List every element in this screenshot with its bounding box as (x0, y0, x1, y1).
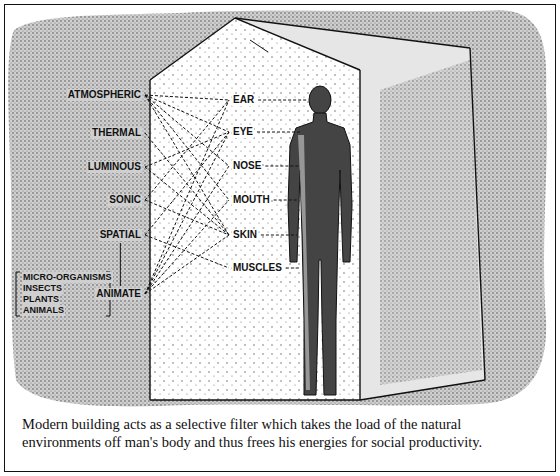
animate-item: ANIMALS (22, 305, 65, 316)
sense-organ: NOSE (232, 160, 262, 172)
sense-organ: MUSCLES (232, 262, 283, 274)
animate-item: MICRO-ORGANISMS (22, 272, 113, 283)
environment-factor: ATMOSPHERIC (67, 89, 142, 101)
sense-organ: EYE (232, 126, 254, 138)
animate-item: PLANTS (22, 294, 60, 305)
sense-organ: MOUTH (232, 194, 271, 206)
sense-link (145, 235, 229, 294)
sense-link (145, 95, 229, 100)
organ-leader (257, 132, 300, 133)
sense-link (145, 100, 229, 294)
sense-organ: SKIN (232, 229, 258, 241)
organ-leader (274, 200, 298, 201)
caption: Modern building acts as a selective filt… (22, 415, 538, 451)
sense-link (145, 95, 229, 132)
environment-factor: SPATIAL (99, 229, 142, 241)
animate-item: INSECTS (22, 283, 63, 294)
sense-link (145, 235, 229, 268)
environment-factor: THERMAL (91, 127, 142, 139)
sense-link (145, 200, 229, 294)
building-side (235, 18, 485, 400)
sense-link (145, 132, 229, 235)
environment-ground (8, 10, 547, 406)
environment-factor: SONIC (108, 194, 142, 206)
sense-organ: EAR (232, 94, 255, 106)
organ-leader (261, 235, 297, 236)
organ-leader (258, 100, 308, 101)
environment-factor: ANIMATE (95, 288, 142, 300)
frame (5, 5, 556, 472)
organ-leader (286, 268, 300, 269)
sense-link (145, 167, 229, 235)
environment-factor: LUMINOUS (87, 161, 142, 173)
sense-link (145, 166, 229, 294)
sense-link (145, 132, 229, 294)
factor-tie (120, 243, 121, 286)
building-side-shade (380, 60, 482, 385)
sense-link (145, 133, 229, 235)
organ-leader (265, 166, 299, 167)
